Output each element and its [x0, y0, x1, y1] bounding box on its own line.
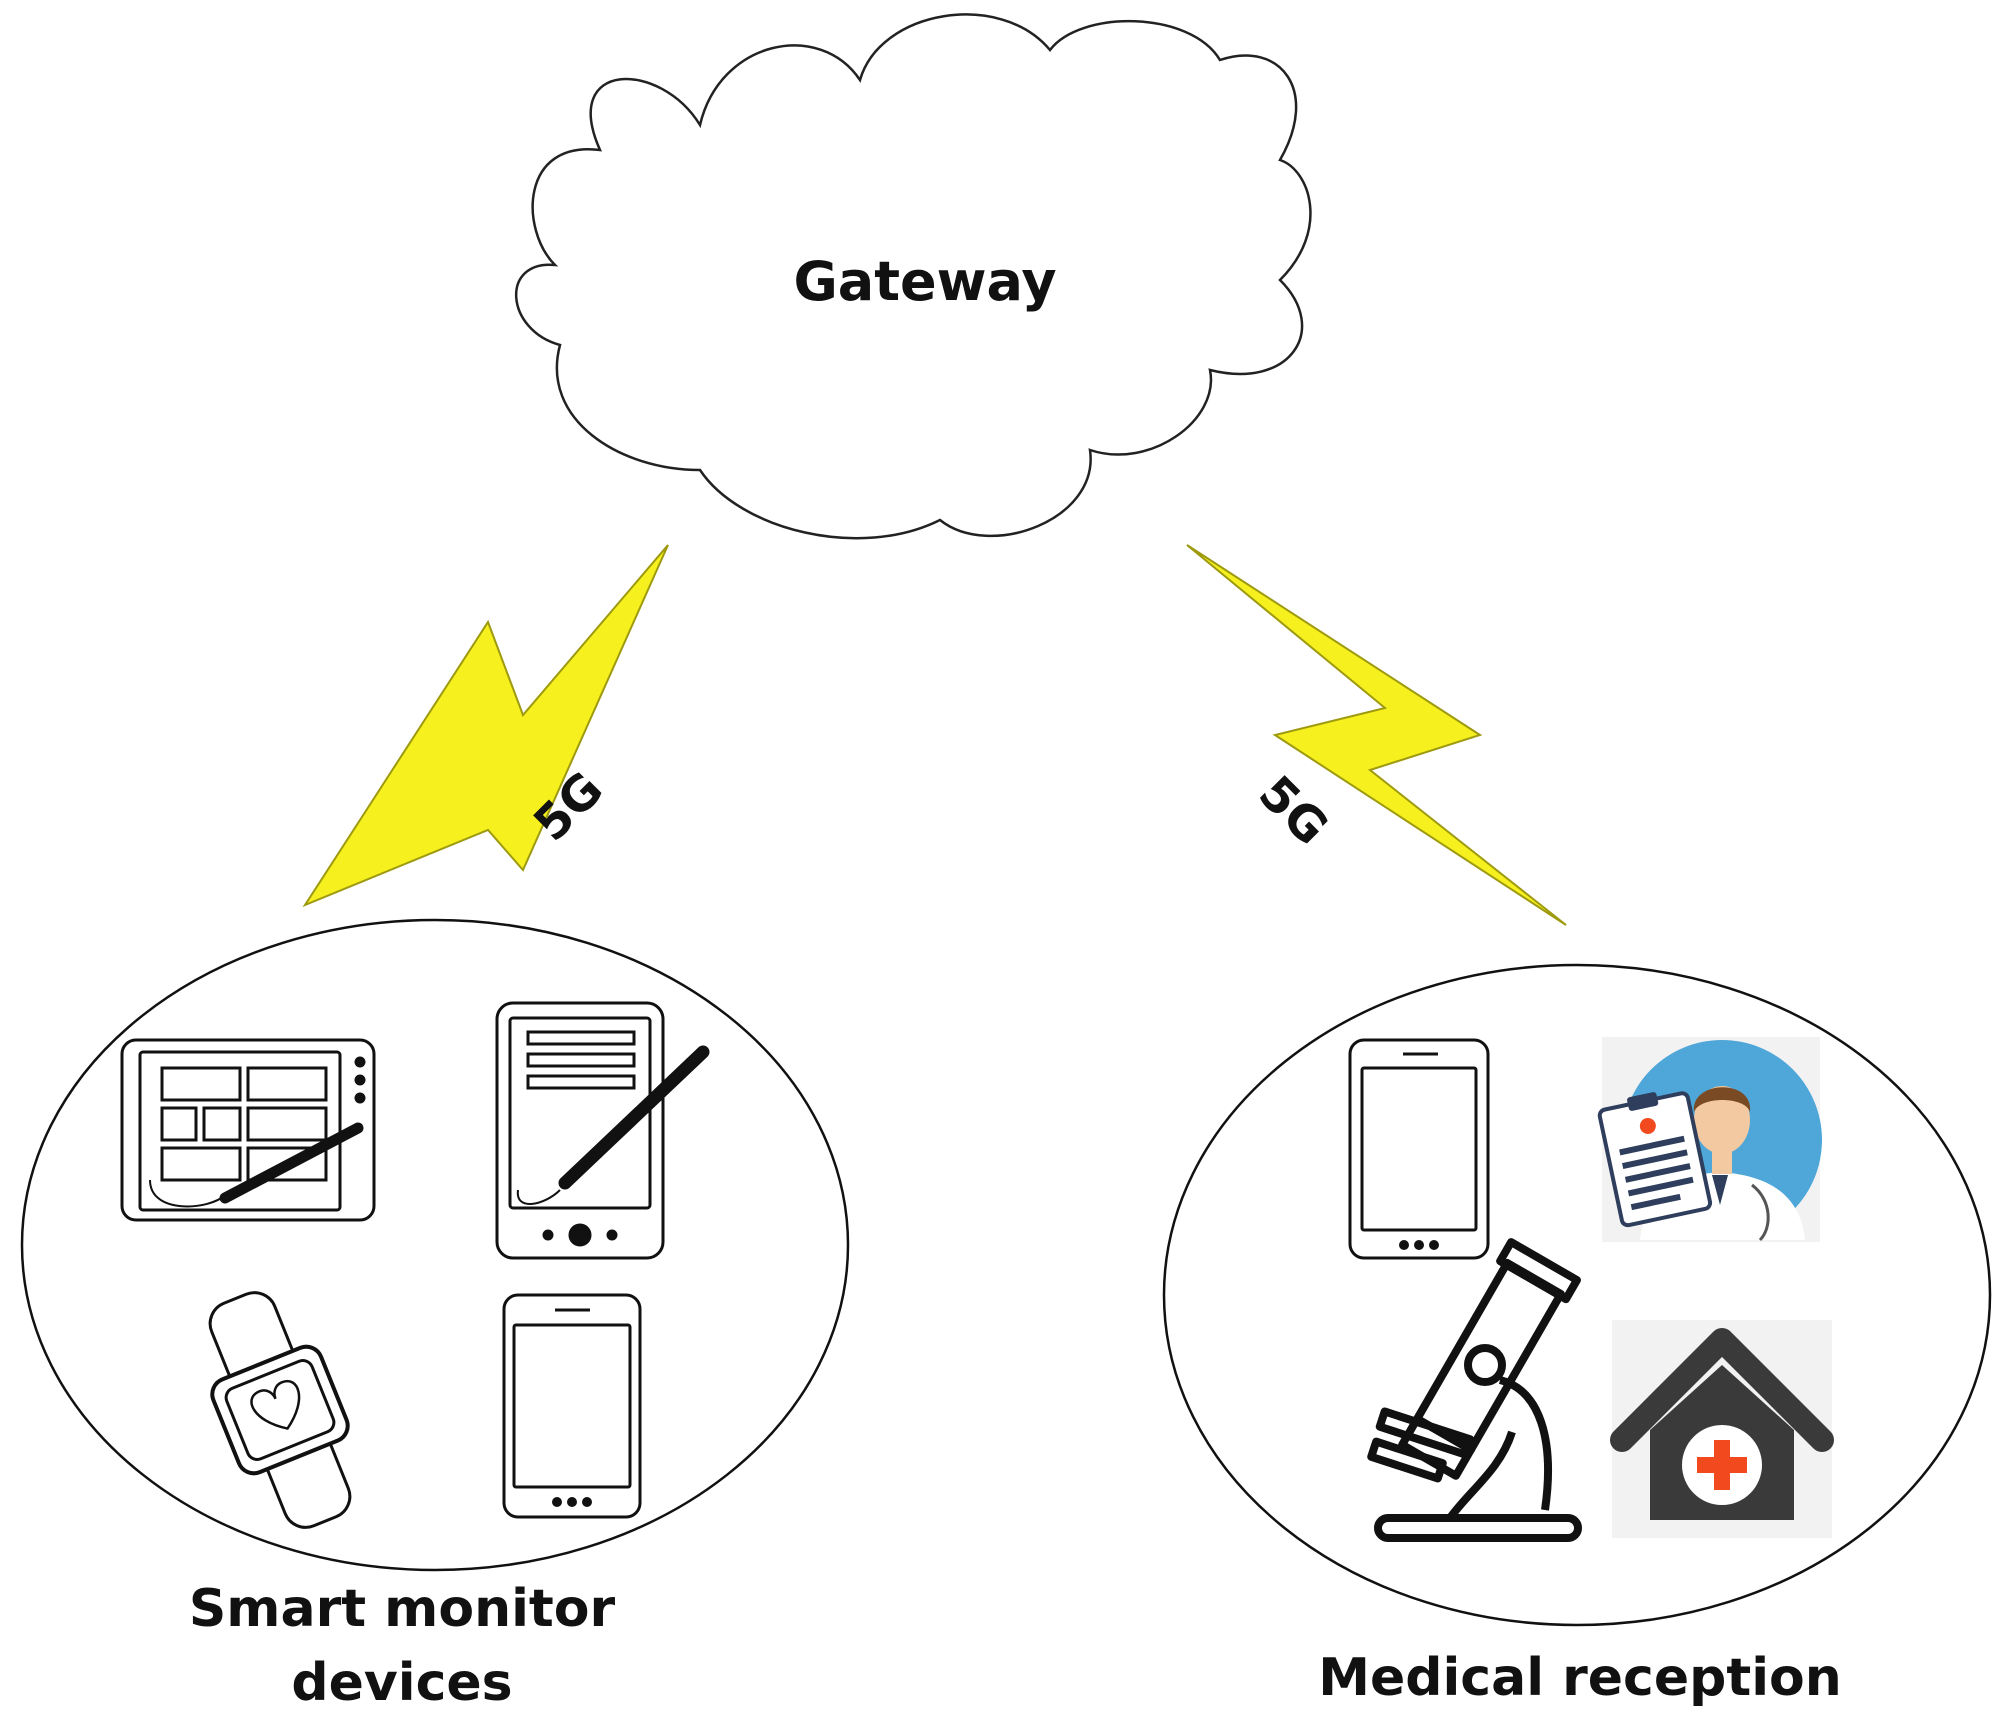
smartphone-icon [502, 1293, 642, 1519]
gateway-label: Gateway [793, 250, 1056, 313]
medical-reception-label: Medical reception [1318, 1648, 1842, 1708]
left-5g-link: 5G [302, 544, 669, 908]
right-5g-link: 5G [1186, 544, 1567, 926]
smartphone-icon [1348, 1038, 1490, 1260]
smart-monitor-devices-group: Smart monitor devices [20, 918, 850, 1713]
smart-monitor-label-line2: devices [291, 1653, 512, 1713]
medical-reception-group: Medical reception [1162, 963, 1992, 1708]
right-lightning-bolt-icon [1186, 544, 1567, 926]
smart-monitor-ellipse [20, 918, 850, 1572]
tablet-with-stylus-icon [120, 1038, 376, 1222]
pda-with-stylus-icon [495, 1001, 710, 1260]
right-5g-label: 5G [1248, 765, 1339, 856]
gateway-cloud: Gateway [515, 13, 1312, 540]
smart-monitor-label-line1: Smart monitor [189, 1579, 616, 1639]
doctor-avatar-icon [1597, 1037, 1822, 1242]
smartwatch-heart-icon [208, 1291, 352, 1529]
left-lightning-bolt-icon [302, 544, 669, 908]
microscope-icon [1367, 1238, 1582, 1542]
medical-house-icon [1610, 1320, 1834, 1538]
